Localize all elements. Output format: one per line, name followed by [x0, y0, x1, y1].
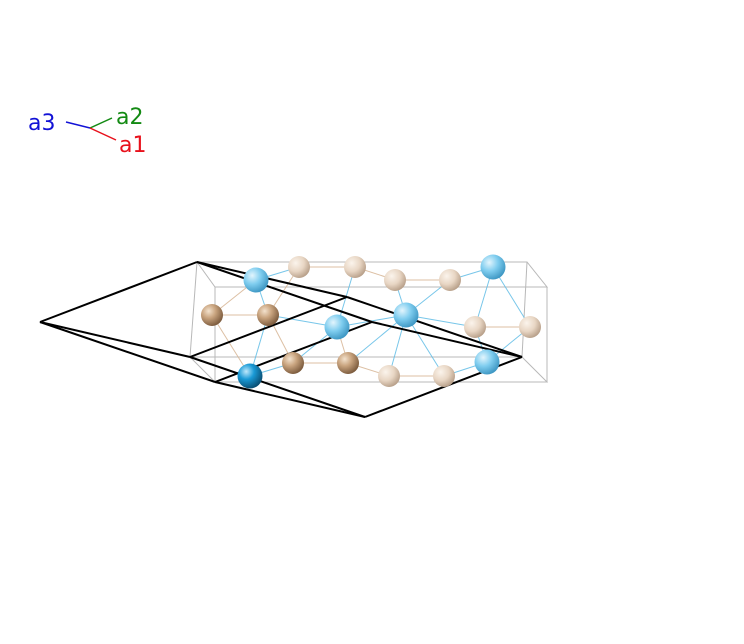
atom[interactable] [439, 269, 461, 291]
atom[interactable] [393, 302, 419, 328]
atom[interactable] [433, 365, 455, 387]
atom[interactable] [337, 352, 359, 374]
atom[interactable] [201, 304, 223, 326]
atoms [201, 254, 541, 389]
atom[interactable] [257, 304, 279, 326]
atom[interactable] [288, 256, 310, 278]
atom[interactable] [243, 267, 269, 293]
axis-indicator: a3 a2 a1 [28, 105, 146, 158]
atom[interactable] [344, 256, 366, 278]
atom[interactable] [480, 254, 506, 280]
axis-label-a2: a2 [116, 105, 143, 130]
atom[interactable] [324, 314, 350, 340]
atom[interactable] [282, 352, 304, 374]
axis-a3-line [65, 121, 91, 129]
atom[interactable] [464, 316, 486, 338]
atom[interactable] [474, 349, 500, 375]
axis-label-a1: a1 [119, 133, 146, 158]
atom[interactable] [519, 316, 541, 338]
axis-a2-line [89, 117, 113, 129]
axis-label-a3: a3 [28, 111, 55, 136]
supercell-box [188, 261, 549, 383]
atom[interactable] [237, 363, 263, 389]
atom[interactable] [378, 365, 400, 387]
atom[interactable] [384, 269, 406, 291]
axis-a1-line [89, 127, 117, 141]
